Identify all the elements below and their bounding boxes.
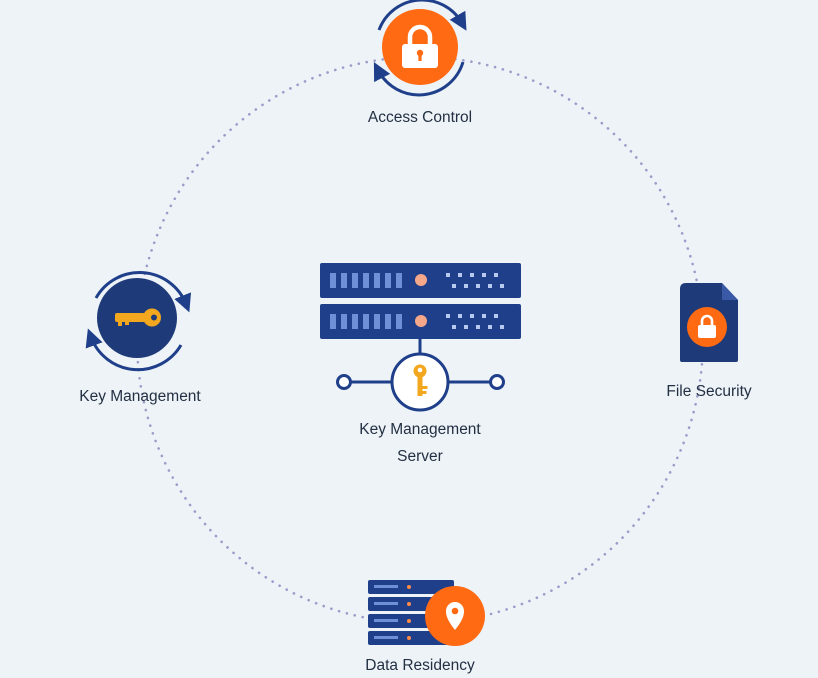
location-pin-icon [425,586,485,646]
locked-file-icon [680,283,738,362]
access-control-label: Access Control [367,109,473,126]
refresh-arrows-icon [85,271,192,372]
node-data-residency [368,580,485,646]
padlock-icon [382,9,458,85]
server-location-icon [368,580,485,646]
center-key-management-server [320,263,521,412]
node-file-security [680,283,738,362]
network-connector [336,339,505,390]
data-residency-label: Data Residency [365,657,475,674]
key-management-server-label-line2: Server [397,448,443,465]
server-rack-icon [320,263,521,339]
node-access-control [373,0,467,97]
node-key-management [85,271,192,372]
key-icon [97,278,177,358]
file-security-label: File Security [666,383,752,400]
key-management-server-label-line1: Key Management [359,421,481,438]
key-management-label: Key Management [79,388,201,405]
refresh-arrows-icon [373,0,467,97]
key-icon [390,352,450,412]
key-management-server-label: Key Management Server [318,416,522,470]
